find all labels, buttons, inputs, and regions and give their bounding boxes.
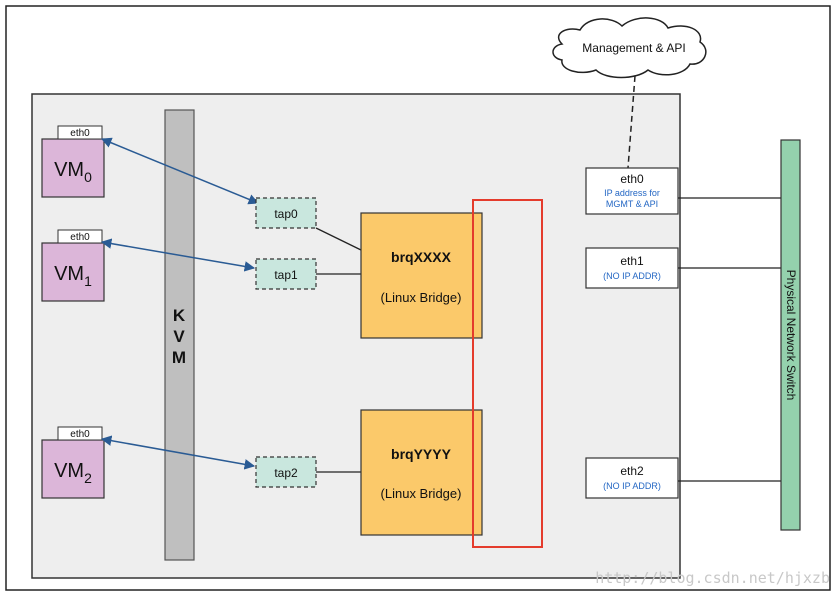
- tap-1: tap1: [255, 258, 317, 290]
- nic-eth0-desc1: IP address for: [604, 188, 660, 198]
- tap-2-box: [255, 456, 317, 488]
- tap-2: tap2: [255, 456, 317, 488]
- nic-eth0-box: [585, 167, 679, 215]
- arrow-vm0-tap0: [101, 137, 259, 205]
- nic-eth0-desc2: MGMT & API: [606, 199, 658, 209]
- kvm-letter-m: M: [172, 348, 186, 367]
- bridge-yyyy: brqYYYY (Linux Bridge): [360, 409, 483, 536]
- vm-0-box: [41, 138, 105, 198]
- bridge-yyyy-box: [360, 409, 483, 536]
- nic-eth1-box: [585, 247, 679, 289]
- nic-eth0: eth0 IP address for MGMT & API: [585, 167, 679, 215]
- nic-eth2-box: [585, 457, 679, 499]
- bridge-xxxx: brqXXXX (Linux Bridge): [360, 212, 483, 339]
- vm-2: eth0 VM2: [41, 426, 105, 499]
- watermark: http://blog.csdn.net/hjxzb: [595, 569, 830, 587]
- highlight-box: [472, 199, 543, 548]
- nic-eth1-name: eth1: [620, 254, 644, 268]
- bridge-yyyy-type: (Linux Bridge): [381, 486, 462, 501]
- bridge-xxxx-type: (Linux Bridge): [381, 290, 462, 305]
- nic-eth0-name: eth0: [620, 172, 644, 186]
- tap-0-box: [255, 197, 317, 229]
- vm-2-eth-label: eth0: [70, 429, 90, 440]
- vm-2-eth-tab: [57, 426, 103, 441]
- vm-1-eth-label: eth0: [70, 232, 90, 243]
- host-box: [31, 93, 681, 579]
- tap-0: tap0: [255, 197, 317, 229]
- arrow-vm2-tap2: [100, 435, 256, 470]
- vm-1-eth-tab: [57, 229, 103, 244]
- physical-switch-label: Physical Network Switch: [784, 270, 798, 401]
- tap-2-label: tap2: [274, 466, 298, 480]
- tap-1-label: tap1: [274, 268, 298, 282]
- management-label: Management & API: [582, 41, 685, 55]
- nic-eth2: eth2 (NO IP ADDR): [585, 457, 679, 499]
- management-link: [627, 75, 636, 169]
- vm-1-label: VM1: [54, 263, 92, 289]
- kvm-letter-k: K: [173, 306, 186, 325]
- nic-eth2-name: eth2: [620, 464, 644, 478]
- link-tap0-bridge: [315, 227, 362, 251]
- vm-1-box: [41, 242, 105, 302]
- kvm-letter-v: V: [173, 327, 185, 346]
- vm-1: eth0 VM1: [41, 229, 105, 302]
- bridge-xxxx-box: [360, 212, 483, 339]
- tap-1-box: [255, 258, 317, 290]
- vm-0-eth-tab: [57, 125, 103, 140]
- vm-2-label: VM2: [54, 460, 92, 486]
- nic-eth1: eth1 (NO IP ADDR): [585, 247, 679, 289]
- vm-0-eth-label: eth0: [70, 128, 90, 139]
- nic-eth1-desc: (NO IP ADDR): [603, 271, 661, 281]
- bridge-yyyy-name: brqYYYY: [391, 446, 452, 462]
- arrow-vm1-tap1: [100, 238, 256, 272]
- management-cloud: Management & API: [552, 17, 707, 79]
- nic-eth2-desc: (NO IP ADDR): [603, 481, 661, 491]
- bridge-xxxx-name: brqXXXX: [391, 249, 452, 265]
- tap-0-label: tap0: [274, 207, 298, 221]
- physical-switch-bar: [780, 139, 801, 531]
- vm-0-label: VM0: [54, 159, 92, 185]
- vm-0: eth0 VM0: [41, 125, 105, 198]
